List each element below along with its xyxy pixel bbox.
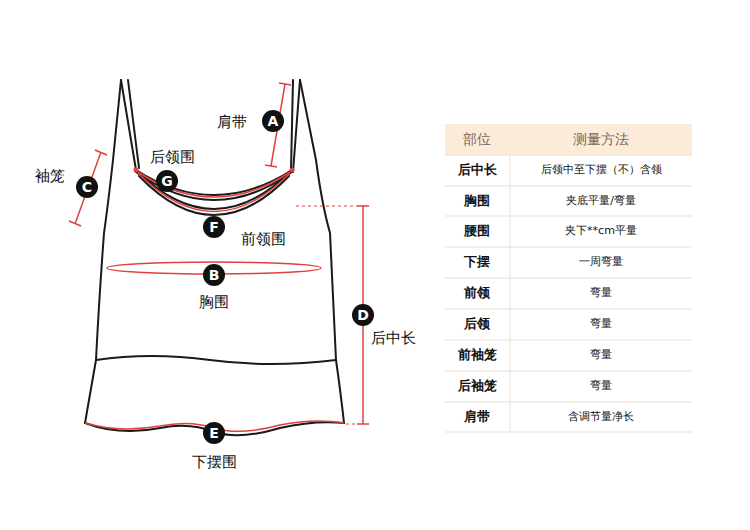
table-cell: 弯量 [590, 379, 612, 392]
table-cell: 弯量 [590, 317, 612, 330]
table-header: 测量方法 [573, 131, 629, 148]
table-cell: 前袖笼 [458, 347, 497, 363]
callout-letter: A [268, 114, 279, 128]
part-name: 后中长 [371, 329, 416, 347]
tank-top-outline [85, 80, 344, 435]
table-cell: 后袖笼 [458, 378, 497, 394]
callout-circle: A [262, 110, 284, 132]
table-cell: 夹下**cm平量 [565, 224, 637, 237]
neck-points [134, 168, 295, 173]
callout-circle: C [76, 176, 98, 198]
measure-lines [69, 83, 369, 431]
table-cell: 前领 [464, 285, 490, 301]
callout-letter: C [82, 180, 92, 194]
callout-letter: B [209, 268, 220, 282]
callout-circle: F [203, 216, 225, 238]
table-cell: 肩带 [464, 409, 490, 425]
table-cell: 下摆 [464, 254, 490, 270]
table-cell: 一周弯量 [579, 255, 623, 268]
table-header: 部位 [463, 131, 491, 148]
measure-table [445, 124, 692, 432]
callout-letter: F [209, 220, 219, 234]
callout-circle: D [352, 304, 374, 326]
callout-circle: B [203, 264, 225, 286]
table-cell: 后领 [464, 316, 490, 332]
table-cell: 夹底平量/弯量 [566, 194, 636, 207]
part-name: 袖笼 [35, 167, 65, 185]
table-cell: 弯量 [590, 348, 612, 361]
part-name: 后领围 [150, 148, 195, 166]
callout-circle: E [203, 422, 225, 444]
callout-letter: G [161, 174, 173, 188]
part-name: 前领围 [241, 230, 286, 248]
table-cell: 含调节量净长 [568, 410, 634, 423]
table-cell: 后中长 [458, 162, 497, 178]
callout-letter: D [357, 308, 369, 322]
table-cell: 后领中至下摆（不）含领 [541, 163, 662, 176]
part-name: 下摆围 [192, 453, 237, 471]
table-cell: 腰围 [464, 223, 490, 239]
table-cell: 胸围 [464, 193, 490, 209]
dimension-guides [296, 206, 357, 424]
callout-letter: E [209, 426, 219, 440]
table-cell: 弯量 [590, 286, 612, 299]
part-name: 肩带 [217, 113, 247, 131]
callout-circle: G [156, 170, 178, 192]
part-name: 胸围 [199, 293, 229, 311]
